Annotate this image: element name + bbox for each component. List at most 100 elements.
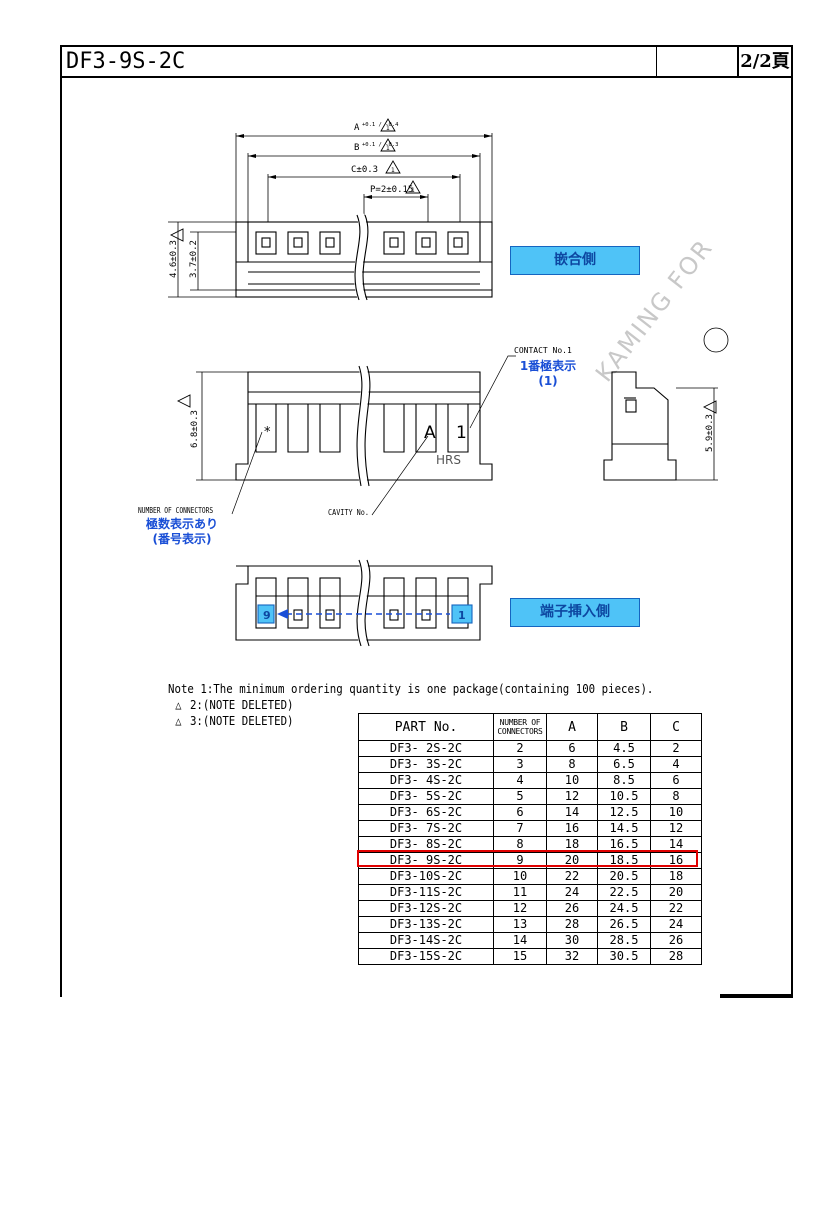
mark-a: A [424,423,436,443]
note-1: Note 1:The minimum ordering quantity is … [168,681,654,696]
cell-c: 8 [650,788,702,805]
cell-part-no: DF3-15S-2C [358,948,494,965]
note-3-row: △ 3:(NOTE DELETED) [168,713,653,729]
bottom-view-cavities [255,577,469,629]
cell-number: 2 [493,740,547,757]
cell-b: 10.5 [597,788,651,805]
cell-part-no: DF3-13S-2C [358,916,494,933]
cavity-no-label: CAVITY No. [328,508,369,517]
revision-triangle-icon: △ [175,714,182,728]
cell-c: 18 [650,868,702,885]
rev-mark: 1 [411,187,415,194]
pin-last-label: 9 [263,609,271,622]
cell-a: 14 [546,804,598,821]
front-view-cavities [255,404,469,453]
cell-c: 4 [650,756,702,773]
drawing-title: DF3-9S-2C [62,47,657,76]
cell-b: 16.5 [597,836,651,853]
front-view-texts: 6.8±0.3 * A 1 HRS [190,410,467,467]
cell-a: 12 [546,788,598,805]
revision-triangle-icon: △ [175,698,182,712]
rev-mark: 1 [391,167,395,174]
terminal-insertion-side-label: 端子挿入側 [510,598,640,627]
cell-a: 32 [546,948,598,965]
cell-part-no: DF3- 6S-2C [358,804,494,821]
contact-no-jp-line2: (1) [538,374,558,388]
cell-b: 20.5 [597,868,651,885]
brand-mark: HRS [436,453,461,467]
col-b: B [597,713,651,741]
note-3: 3:(NOTE DELETED) [189,713,294,728]
cell-c: 24 [650,916,702,933]
revision-triangle-numbers: 1 1 1 1 [386,125,415,194]
contact-no-label: CONTACT No.1 [514,346,572,355]
cell-b: 22.5 [597,884,651,901]
note-2-row: △ 2:(NOTE DELETED) [168,697,653,713]
cell-part-no: DF3-14S-2C [358,932,494,949]
dim-height-side: 5.9±0.3 [705,414,715,452]
col-c: C [650,713,702,741]
cell-a: 6 [546,740,598,757]
cell-part-no: DF3-10S-2C [358,868,494,885]
rev-mark: 1 [386,145,390,152]
cell-part-no: DF3- 9S-2C [358,852,494,869]
cell-number: 11 [493,884,547,901]
cell-b: 24.5 [597,900,651,917]
cell-c: 2 [650,740,702,757]
cell-c: 22 [650,900,702,917]
parts-table: PART No. NUMBER OF CONNECTORS A B C DF3-… [358,713,702,965]
dim-height-front: 6.8±0.3 [190,410,200,448]
dim-pitch-label: P=2±0.15 [370,185,413,195]
cell-c: 10 [650,804,702,821]
top-view [168,213,493,302]
top-view-cavities [255,231,469,255]
cell-part-no: DF3- 7S-2C [358,820,494,837]
cell-b: 8.5 [597,772,651,789]
cell-a: 22 [546,868,598,885]
dim-height-outer: 4.6±0.3 [169,240,179,278]
cell-a: 30 [546,932,598,949]
cell-c: 26 [650,932,702,949]
cell-number: 10 [493,868,547,885]
cell-number: 7 [493,820,547,837]
cell-b: 4.5 [597,740,651,757]
cell-b: 6.5 [597,756,651,773]
title-block-blank-cell [657,47,739,76]
col-part-no: PART No. [358,713,494,741]
note-2: 2:(NOTE DELETED) [189,697,294,712]
cell-number: 12 [493,900,547,917]
rev-mark: 1 [386,125,390,132]
dim-b-label: B [354,143,359,153]
dimension-texts-top: A +0.1 / -0.4 B +0.1 / -0.3 C±0.3 P=2±0.… [351,122,413,195]
page-number: 2/2頁 [740,51,790,72]
dim-height-inner: 3.7±0.2 [189,240,199,278]
table-header-row: PART No. NUMBER OF CONNECTORS A B C [358,713,702,741]
cell-part-no: DF3-11S-2C [358,884,494,901]
num-jp-line1: 極数表示あり [145,517,218,531]
cell-a: 28 [546,916,598,933]
dim-b-tol: +0.1 / -0.3 [362,142,398,148]
dim-c-label: C±0.3 [351,165,378,175]
cell-number: 4 [493,772,547,789]
cell-a: 10 [546,772,598,789]
bottom-view [235,558,493,648]
cell-c: 14 [650,836,702,853]
cell-number: 3 [493,756,547,773]
cell-number: 14 [493,932,547,949]
front-view [196,355,516,516]
cell-b: 12.5 [597,804,651,821]
cell-c: 12 [650,820,702,837]
number-of-connectors-label: NUMBER OF CONNECTORS [138,506,214,515]
cell-part-no: DF3- 8S-2C [358,836,494,853]
contact-no-jp-line1: 1番極表示 [519,359,577,373]
cell-part-no: DF3- 4S-2C [358,772,494,789]
side-view-texts: 5.9±0.3 [705,414,715,452]
